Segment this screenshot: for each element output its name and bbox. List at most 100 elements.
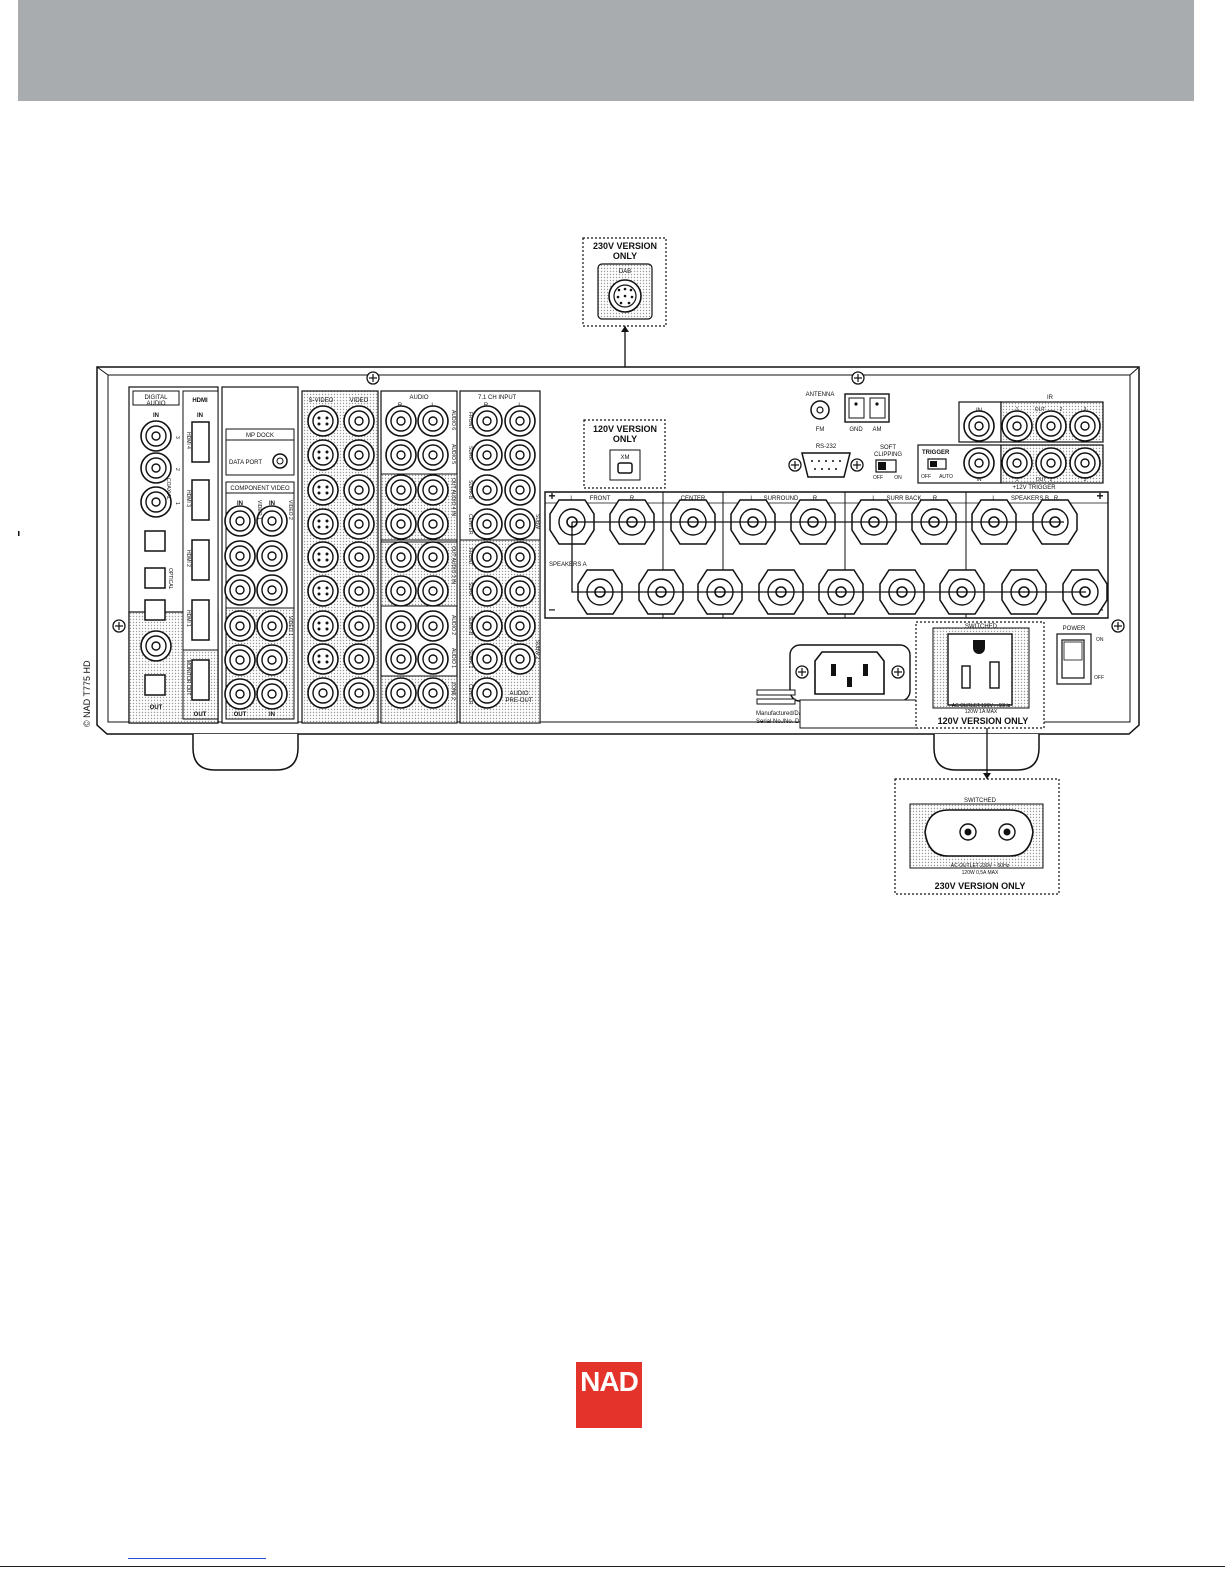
audio-l-jack <box>417 508 449 540</box>
ir-in-jack <box>963 410 995 442</box>
svideo-jack <box>307 677 339 709</box>
preout-row-label: SURR-B <box>467 616 473 636</box>
xm-callout-title-2: ONLY <box>613 434 637 444</box>
surr-back-label: SURR BACK <box>886 496 921 502</box>
hdmi-title: HDMI <box>192 398 208 404</box>
digital-out-label: OUT <box>150 705 163 711</box>
ir-section: IN IR OUT 1 2 3 <box>958 395 1104 443</box>
trigger-auto: AUTO <box>939 474 953 480</box>
outlet-230v-rating-1: AC OUTLET 230V ~ 50Hz <box>951 863 1010 869</box>
trigger-off: OFF <box>921 474 931 480</box>
coax-num-1: 1 <box>174 502 180 505</box>
footer-rule <box>0 1566 1225 1567</box>
hdmi-3-port <box>191 479 210 521</box>
soft-clipping-title-1: SOFT <box>880 445 896 451</box>
fm-label: FM <box>816 427 825 433</box>
svideo-video-section: S-VIDEO VIDEO <box>301 390 379 724</box>
audio-row-label: OUT AUDIO 4 IN <box>450 478 456 516</box>
xm-port-label: XM <box>621 455 630 461</box>
multichannel-row-label: SURR <box>467 446 473 461</box>
soft-clipping-switch: SOFT CLIPPING OFF ON <box>873 445 902 481</box>
svg-text:R: R <box>933 496 938 502</box>
preout-jack <box>471 643 503 675</box>
preout-jack <box>504 643 536 675</box>
preout-label-2: PRE-OUT <box>506 698 533 704</box>
outlet-120v-switched: SWITCHED <box>965 624 998 630</box>
preout-jack <box>471 575 503 607</box>
preout-label-1: AUDIO <box>509 691 528 697</box>
model-label: © NAD T775 HD <box>82 660 92 727</box>
input-71-title: 7.1 CH INPUT <box>478 395 517 401</box>
component-out-label: OUT <box>234 712 247 718</box>
svideo-jack <box>307 405 339 437</box>
hdmi-section: HDMI IN HDMI 4 HDMI 3 HDMI 2 HDMI 1 MONI… <box>182 390 219 720</box>
optical-2-jack <box>144 567 166 589</box>
header-bar <box>18 0 1194 101</box>
svg-text:R: R <box>1054 496 1059 502</box>
power-off-label: OFF <box>1094 675 1104 681</box>
footer-link[interactable] <box>128 1558 266 1559</box>
component-video-title: COMPONENT VIDEO <box>230 486 290 492</box>
svideo-jack <box>307 439 339 471</box>
serial-line-1: Manufactured/Date De Fab <box>756 711 829 717</box>
svg-text:L: L <box>750 496 754 502</box>
optical-1-jack <box>144 599 166 621</box>
power-on-label: ON <box>1096 637 1104 643</box>
center-label: CENTER <box>681 496 706 502</box>
component-in-label-2: IN <box>269 501 275 507</box>
svg-text:3: 3 <box>1084 407 1087 413</box>
svg-text:R: R <box>813 496 818 502</box>
soft-clipping-title-2: CLIPPING <box>874 452 902 458</box>
speakers-b-label: SPEAKERS B <box>1011 496 1049 502</box>
audio-l-jack <box>417 405 449 437</box>
svg-text:3: 3 <box>1084 477 1087 483</box>
dab-port-label: DAB <box>619 269 631 275</box>
hdmi-4-label: HDMI 4 <box>185 432 191 449</box>
video-jack <box>343 610 375 642</box>
svideo-jack <box>307 541 339 573</box>
preout-row-label: CENTER <box>467 684 473 705</box>
coaxial-out-jack <box>140 630 172 662</box>
data-port-jack <box>272 453 288 469</box>
nad-logo: NAD <box>576 1362 642 1428</box>
component-in-label: IN <box>237 501 243 507</box>
outlet-230v-callout: SWITCHED AC OUTLET 230V ~ 50Hz 120W 0,5A… <box>894 778 1060 895</box>
audio-title: AUDIO <box>409 395 428 401</box>
antenna-section: ANTENNA FM GND AM <box>806 392 890 433</box>
multichannel-section: 7.1 CH INPUT R L FRONTSURRSURR-BCENTERSU… <box>459 390 541 724</box>
audio-row-label: AUDIO 2 <box>450 615 456 635</box>
svideo-jack <box>307 610 339 642</box>
svg-text:L: L <box>570 496 574 502</box>
video1-label: VIDEO 1 <box>256 500 262 520</box>
hdmi-in-label: IN <box>197 413 203 419</box>
video-jack <box>343 474 375 506</box>
outlet-230v-caption: 230V VERSION ONLY <box>935 881 1026 891</box>
video-jack <box>343 575 375 607</box>
audio-l-jack <box>417 575 449 607</box>
outlet-120v-rating-1: AC OUTLET 120V ~ 60Hz <box>952 703 1011 709</box>
ac-inlet <box>789 644 911 702</box>
multichannel-in-l-jack <box>504 439 536 471</box>
speaker-plus-left: + <box>548 489 555 503</box>
video-jack <box>343 643 375 675</box>
hdmi-1-port <box>191 599 210 641</box>
audio-row-label: AUDIO 1 <box>450 648 456 668</box>
optical-out-jack <box>144 674 166 696</box>
video-jack <box>343 541 375 573</box>
speaker-minus-left: – <box>549 602 556 616</box>
multichannel-row-label: CENTER <box>467 514 473 535</box>
outlet-120v-rating-2: 120W 1A MAX <box>965 709 998 715</box>
multichannel-in-l-jack <box>504 474 536 506</box>
nad-logo-text: NAD <box>580 1366 639 1397</box>
coaxial-label: COAXIAL <box>165 478 171 500</box>
ir-out-label: OUT <box>1035 407 1046 413</box>
rs232-port <box>801 452 851 478</box>
audio-r-jack <box>385 610 417 642</box>
xm-port-icon <box>617 462 633 474</box>
component-in-label-3: IN <box>269 712 275 718</box>
antenna-title: ANTENNA <box>806 392 835 398</box>
svg-text:R: R <box>630 496 635 502</box>
video-jack <box>343 439 375 471</box>
hdmi-3-label: HDMI 3 <box>185 490 191 507</box>
audio-l-jack <box>417 610 449 642</box>
